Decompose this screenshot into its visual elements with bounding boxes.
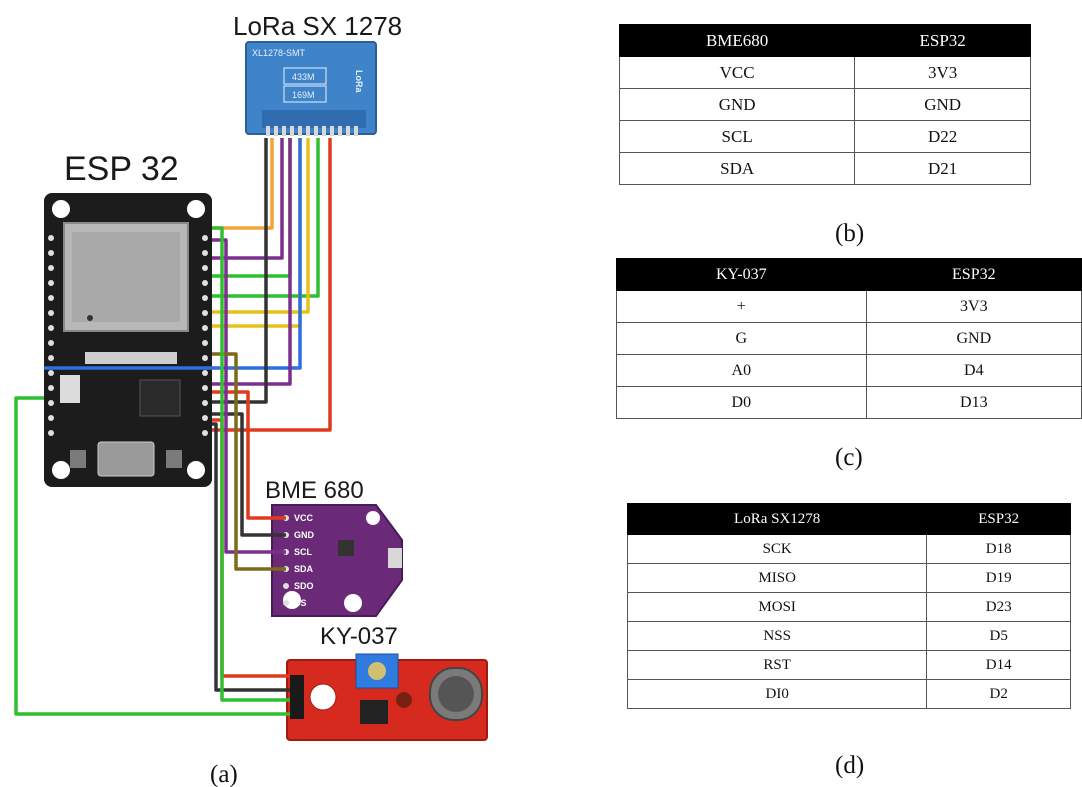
table-cell: D4	[865, 354, 1082, 387]
table-cell: D14	[926, 650, 1071, 680]
wire-green-ky-1	[212, 226, 290, 702]
lora-module: XL1278-SMT 433M 169M LoRa	[245, 41, 377, 136]
caption-b: (b)	[835, 220, 865, 247]
table-cell: NSS	[626, 621, 928, 651]
wire-orange	[212, 138, 274, 230]
bme-pin-gnd: GND	[294, 530, 315, 540]
table-cell: 3V3	[865, 290, 1082, 323]
table-cell: D18	[926, 534, 1071, 564]
table-cell: D2	[926, 679, 1071, 709]
wire-green-ky-2	[14, 396, 290, 716]
table-cell: DI0	[626, 679, 928, 709]
table-cell: D23	[926, 592, 1071, 622]
bme-pin-sdo: SDO	[294, 581, 314, 591]
table-cell: D22	[854, 120, 1031, 153]
bme-pin-cs: CS	[294, 598, 307, 608]
lora-title: LoRa SX 1278	[233, 11, 402, 41]
table-row: +3V3	[616, 290, 1082, 323]
lora-brand: LoRa	[354, 70, 364, 93]
table-cell: D19	[926, 563, 1071, 593]
table-header-row: LoRa SX1278 ESP32	[626, 503, 1071, 535]
table-cell: MOSI	[626, 592, 928, 622]
table-header: KY-037	[616, 258, 867, 291]
ky-title: KY-037	[320, 623, 398, 650]
table-cell: SCK	[626, 534, 928, 564]
table-cell: GND	[865, 322, 1082, 355]
table-cell: G	[616, 322, 867, 355]
wire-blue-lora	[44, 138, 302, 370]
bme-title: BME 680	[265, 477, 364, 504]
table-cell: SCL	[618, 120, 856, 153]
table-cell: VCC	[618, 56, 856, 89]
table-header: ESP32	[854, 24, 1031, 57]
wire-olive-bme-sda	[212, 352, 286, 571]
lora-freq2: 169M	[292, 90, 315, 100]
wire-green-lora-1	[212, 138, 320, 298]
bme-pin-scl: SCL	[294, 547, 313, 557]
esp32-board	[44, 193, 212, 487]
table-cell: D13	[865, 386, 1082, 419]
bme-pin-vcc: VCC	[294, 513, 314, 523]
table-cell: D0	[616, 386, 867, 419]
wires	[14, 138, 332, 716]
wire-purple-lora	[212, 138, 284, 260]
lora-model-label: XL1278-SMT	[252, 48, 306, 58]
wiring-diagram: LoRa SX 1278 ESP 32 BME 680 KY-037 XL127…	[14, 11, 488, 787]
wire-black-lora	[212, 138, 268, 404]
bme680-board: VCC GND SCL SDA SDO CS	[271, 504, 403, 617]
table-cell: GND	[854, 88, 1031, 121]
wire-red-bme-vcc	[212, 390, 286, 520]
caption-d: (d)	[835, 752, 865, 779]
caption-c: (c)	[835, 444, 863, 471]
table-header: LoRa SX1278	[626, 503, 928, 535]
table-header: ESP32	[865, 258, 1082, 291]
table-cell: A0	[616, 354, 867, 387]
table-header-row: KY-037 ESP32	[616, 258, 1082, 291]
caption-a: (a)	[210, 761, 238, 787]
bme-pin-sda: SDA	[294, 564, 314, 574]
table-header: ESP32	[926, 503, 1071, 535]
table-cell: 3V3	[854, 56, 1031, 89]
wire-black-ky	[212, 422, 290, 692]
table-cell: D5	[926, 621, 1071, 651]
wire-red-lora	[212, 138, 332, 432]
table-cell: D21	[854, 152, 1031, 185]
ky037-board	[286, 653, 488, 741]
table-cell: MISO	[626, 563, 928, 593]
table-cell: +	[616, 290, 867, 323]
table-header-row: BME680 ESP32	[618, 24, 1031, 57]
wire-purple-2	[212, 138, 292, 386]
wire-yellow-1	[212, 138, 310, 314]
table-cell: RST	[626, 650, 928, 680]
esp-title: ESP 32	[64, 150, 179, 188]
table-header: BME680	[618, 24, 856, 57]
table-cell: GND	[618, 88, 856, 121]
lora-freq1: 433M	[292, 72, 315, 82]
wire-purple-bme-scl	[212, 238, 286, 554]
table-cell: SDA	[618, 152, 856, 185]
